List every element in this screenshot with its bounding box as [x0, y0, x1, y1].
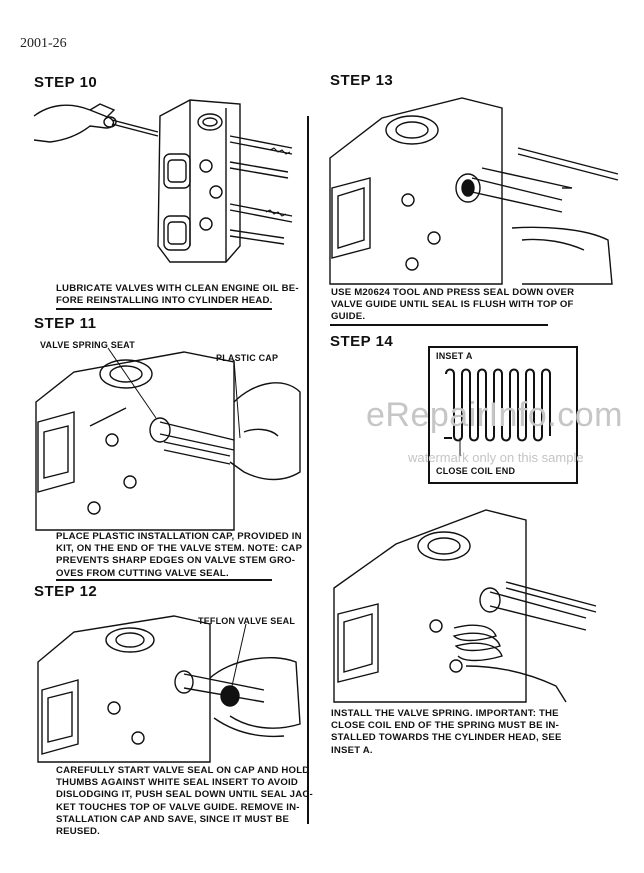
caption-line: PREVENTS SHARP EDGES ON VALVE STEM GRO-: [56, 555, 296, 567]
step-11-illustration: [35, 347, 301, 531]
watermark-text: eRepairInfo.com: [366, 396, 623, 434]
caption-line: REUSED.: [56, 826, 101, 838]
caption-line: CAREFULLY START VALVE SEAL ON CAP AND HO…: [56, 765, 310, 776]
caption-line: FORE REINSTALLING INTO CYLINDER HEAD.: [56, 295, 273, 307]
caption-line: USE M20624 TOOL AND PRESS SEAL DOWN OVER: [331, 287, 575, 298]
page-number: 2001-26: [20, 36, 67, 51]
step-13-caption: USE M20624 TOOL AND PRESS SEAL DOWN OVER…: [331, 287, 574, 324]
label-valve-spring-seat: VALVE SPRING SEAT: [40, 340, 135, 350]
step-14-caption: INSTALL THE VALVE SPRING. IMPORTANT: THE…: [331, 708, 562, 757]
step-11-caption: PLACE PLASTIC INSTALLATION CAP, PROVIDED…: [56, 531, 302, 580]
divider: [56, 308, 272, 310]
caption-line: THUMBS AGAINST WHITE SEAL INSERT TO AVOI…: [56, 777, 299, 789]
step-10-illustration: [33, 99, 293, 263]
inset-close-coil-label: CLOSE COIL END: [436, 466, 516, 476]
caption-line: INSTALL THE VALVE SPRING. IMPORTANT: THE: [331, 708, 559, 719]
caption-line: VALVE GUIDE UNTIL SEAL IS FLUSH WITH TOP…: [331, 299, 574, 311]
watermark-subtext: watermark only on this sample: [408, 450, 584, 465]
step-12-title: STEP 12: [34, 583, 98, 600]
caption-line: KIT, ON THE END OF THE VALVE STEM. NOTE:…: [56, 543, 303, 555]
divider: [330, 324, 548, 326]
column-divider: [307, 116, 309, 824]
label-plastic-cap: PLASTIC CAP: [216, 353, 279, 363]
caption-line: KET TOUCHES TOP OF VALVE GUIDE. REMOVE I…: [56, 801, 300, 813]
caption-line: OVES FROM CUTTING VALVE SEAL.: [56, 567, 229, 579]
step-14-illustration: [333, 509, 597, 703]
caption-line: STALLED TOWARDS THE CYLINDER HEAD, SEE: [331, 732, 562, 744]
inset-a-title: INSET A: [436, 351, 473, 361]
caption-line: DISLODGING IT, PUSH SEAL DOWN UNTIL SEAL…: [56, 789, 313, 801]
step-14-title: STEP 14: [330, 333, 394, 350]
step-12-illustration: [37, 615, 301, 763]
caption-line: GUIDE.: [331, 311, 366, 323]
step-13-title: STEP 13: [330, 72, 394, 89]
step-13-illustration: [329, 97, 619, 285]
caption-line: LUBRICATE VALVES WITH CLEAN ENGINE OIL B…: [56, 283, 299, 294]
divider: [56, 579, 272, 581]
inset-a-box: [428, 346, 578, 484]
step-10-caption: LUBRICATE VALVES WITH CLEAN ENGINE OIL B…: [56, 283, 299, 307]
step-12-caption: CAREFULLY START VALVE SEAL ON CAP AND HO…: [56, 765, 313, 838]
caption-line: STALLATION CAP AND SAVE, SINCE IT MUST B…: [56, 813, 290, 825]
step-11-title: STEP 11: [34, 315, 97, 332]
caption-line: PLACE PLASTIC INSTALLATION CAP, PROVIDED…: [56, 531, 302, 542]
step-10-title: STEP 10: [34, 74, 98, 91]
spring-coil-icon: [444, 368, 551, 456]
caption-line: CLOSE COIL END OF THE SPRING MUST BE IN-: [331, 720, 559, 732]
caption-line: INSET A.: [331, 744, 373, 756]
label-teflon-valve-seal: TEFLON VALVE SEAL: [198, 616, 296, 626]
